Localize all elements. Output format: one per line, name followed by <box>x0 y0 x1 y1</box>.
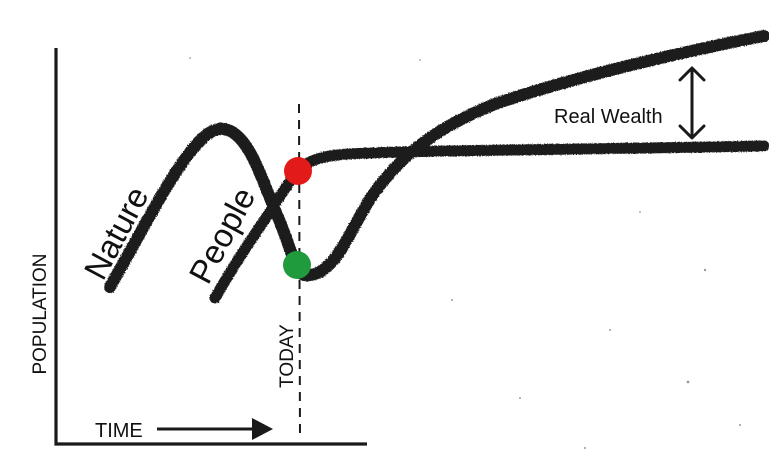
x-axis-label: TIME <box>95 420 143 442</box>
right-arrow-icon <box>157 418 273 440</box>
today-people-marker <box>284 157 312 185</box>
today-nature-marker <box>283 251 311 279</box>
paper-speckles <box>189 57 741 449</box>
y-axis-label: POPULATION <box>30 253 51 374</box>
axes <box>54 48 367 446</box>
people-curve <box>209 140 769 304</box>
today-label: TODAY <box>277 324 298 388</box>
double-headed-vertical-arrow-icon <box>678 66 706 140</box>
real-wealth-label: Real Wealth <box>554 106 663 128</box>
